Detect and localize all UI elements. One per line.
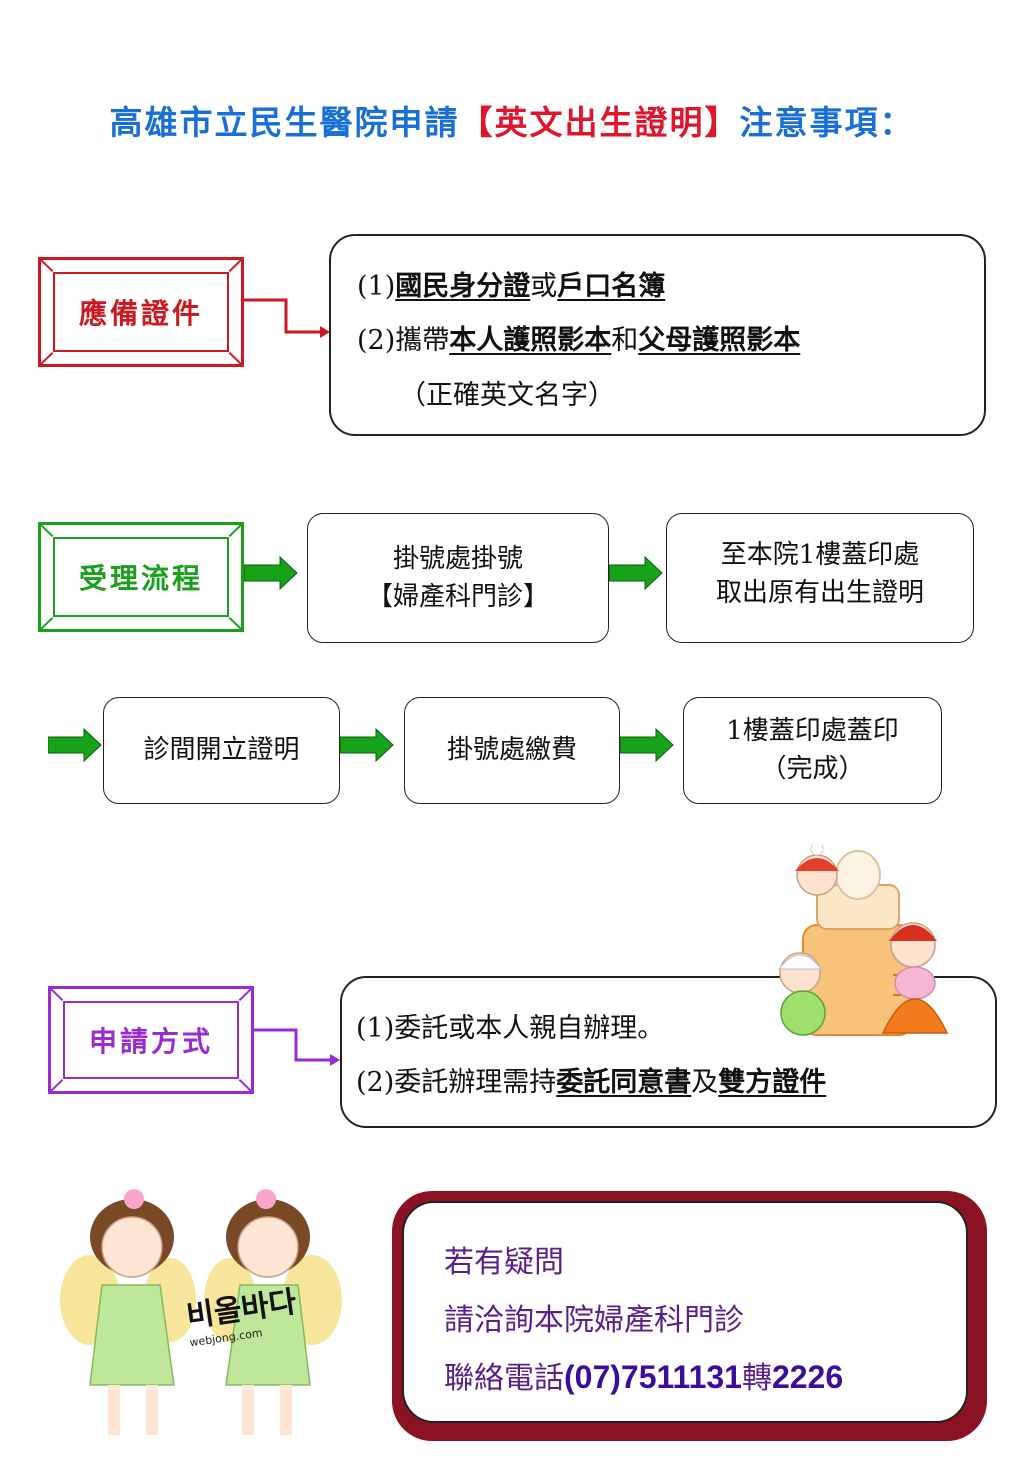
doc-national-id: 國民身分證 [395,271,531,302]
apply-method-label: 申請方式 [88,1025,213,1058]
required-docs-item-2: (2)攜帶本人護照影本和父母護照影本 [357,318,800,357]
page-title: 高雄市立民生醫院申請【英文出生證明】注意事項： [0,96,1024,144]
process-step-1: 掛號處掛號 【婦產科門診】 [307,513,609,643]
frame-corners-icon [51,989,251,1091]
step-2-line-2: 取出原有出生證明 [715,578,924,608]
extension-number: 2226 [771,1359,844,1395]
step-4-line-1: 掛號處繳費 [446,735,577,765]
extension-label: 轉 [741,1361,772,1396]
arrow-right-icon [609,555,663,591]
step-5-line-2: （完成） [760,754,865,784]
required-docs-box: (1)國民身分證或戶口名簿 (2)攜帶本人護照影本和父母護照影本 （正確英文名字… [329,234,986,436]
contact-line-1: 若有疑問 [444,1245,564,1280]
apply-method-box: (1)委託或本人親自辦理。 (2)委託辦理需持委託同意書及雙方證件 [340,976,997,1128]
process-step-2: 至本院1樓蓋印處 取出原有出生證明 [666,513,974,643]
phone-number: (07)7511131 [564,1359,742,1395]
babies-bottle-illustration-icon [777,845,949,1036]
item-prefix: (2)委託辦理需持 [356,1067,557,1098]
step-3-line-1: 診間開立證明 [143,735,300,765]
title-highlight: 【英文出生證明】 [459,103,740,142]
step-2-line-1: 至本院1樓蓋印處 [720,540,920,570]
title-suffix: 注意事項： [739,103,915,142]
fairy-twins-illustration-icon: 비올바다 webjong.com [60,1189,342,1435]
process-step-3: 診間開立證明 [103,697,340,804]
step-1-line-1: 掛號處掛號 [392,544,523,574]
frame-corners-icon [41,260,241,364]
step-1-line-2: 【婦產科門診】 [366,582,549,612]
required-docs-item-1: (1)國民身分證或戶口名簿 [357,264,665,303]
step-5-line-1: 1樓蓋印處蓋印 [726,716,899,746]
doc-parents-passport: 父母護照影本 [638,325,801,356]
arrow-right-icon [48,727,102,763]
process-label: 受理流程 [78,562,203,595]
contact-box-inner: 若有疑問 請洽詢本院婦產科門診 聯絡電話(07)7511131轉2226 [402,1201,968,1423]
item-number: (1) [357,271,396,302]
doc-both-ids: 雙方證件 [718,1067,827,1098]
arrow-right-icon [620,727,674,763]
required-docs-label: 應備證件 [78,297,203,330]
apply-method-item-2: (2)委託辦理需持委託同意書及雙方證件 [356,1060,826,1099]
item-number: (2) [357,325,396,356]
doc-own-passport: 本人護照影本 [449,325,612,356]
elbow-arrow-purple-icon [254,1028,340,1066]
process-step-5: 1樓蓋印處蓋印 （完成） [683,697,942,804]
doc-consent-form: 委託同意書 [556,1067,692,1098]
contact-line-3: 聯絡電話(07)7511131轉2226 [444,1353,843,1397]
item-prefix: 攜帶 [395,325,450,356]
arrow-right-icon [340,727,394,763]
phone-label: 聯絡電話 [444,1361,564,1396]
doc-household-register: 戶口名簿 [557,271,666,302]
required-docs-note: （正確英文名字） [399,380,615,411]
elbow-arrow-red-icon [244,298,330,338]
contact-box: 若有疑問 請洽詢本院婦產科門診 聯絡電話(07)7511131轉2226 [392,1191,987,1441]
connector-text: 及 [691,1067,719,1098]
process-step-4: 掛號處繳費 [404,697,620,804]
process-label-frame: 受理流程 [38,522,244,632]
apply-method-item-1: (1)委託或本人親自辦理。 [356,1013,665,1044]
connector-text: 或 [530,271,558,302]
arrow-right-icon [244,555,298,591]
frame-corners-icon [41,525,241,629]
connector-text: 和 [611,325,639,356]
title-prefix: 高雄市立民生醫院申請 [109,103,460,142]
required-docs-label-frame: 應備證件 [38,257,244,367]
apply-method-label-frame: 申請方式 [48,986,254,1094]
contact-line-2: 請洽詢本院婦產科門診 [444,1303,744,1338]
